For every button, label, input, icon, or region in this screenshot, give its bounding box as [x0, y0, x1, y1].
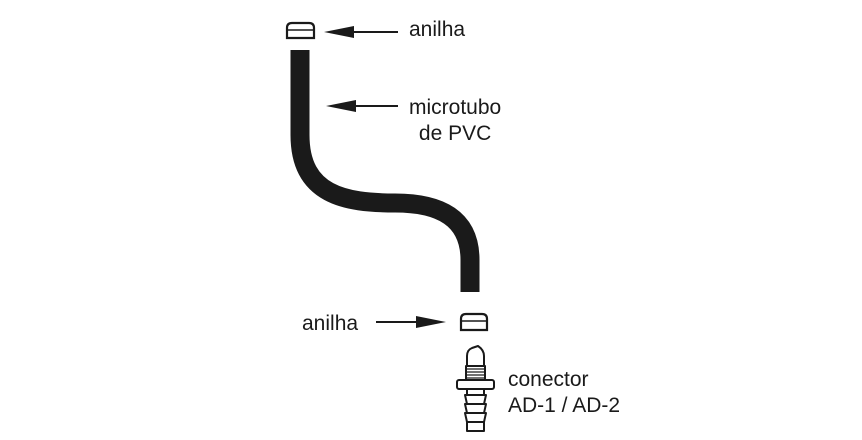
microtube-label: microtubo de PVC: [409, 95, 501, 147]
microtube-label-line2: de PVC: [418, 122, 492, 145]
pvc-microtube: [290, 50, 480, 292]
bottom-washer-icon: [459, 312, 489, 332]
top-washer-icon: [285, 21, 316, 40]
top-washer-label: anilha: [409, 18, 466, 41]
connector-label-line2: AD-1 / AD-2: [508, 394, 621, 417]
top-washer-arrow: [324, 26, 398, 38]
bottom-washer-arrow: [376, 316, 446, 328]
connector-label-line1: conector: [508, 368, 589, 391]
connector-icon: [456, 345, 495, 432]
microtube-arrow: [326, 100, 398, 112]
bottom-washer-label: anilha: [302, 312, 359, 335]
connector-label: conector AD-1 / AD-2: [508, 367, 620, 419]
microtube-label-line1: microtubo: [409, 96, 502, 119]
